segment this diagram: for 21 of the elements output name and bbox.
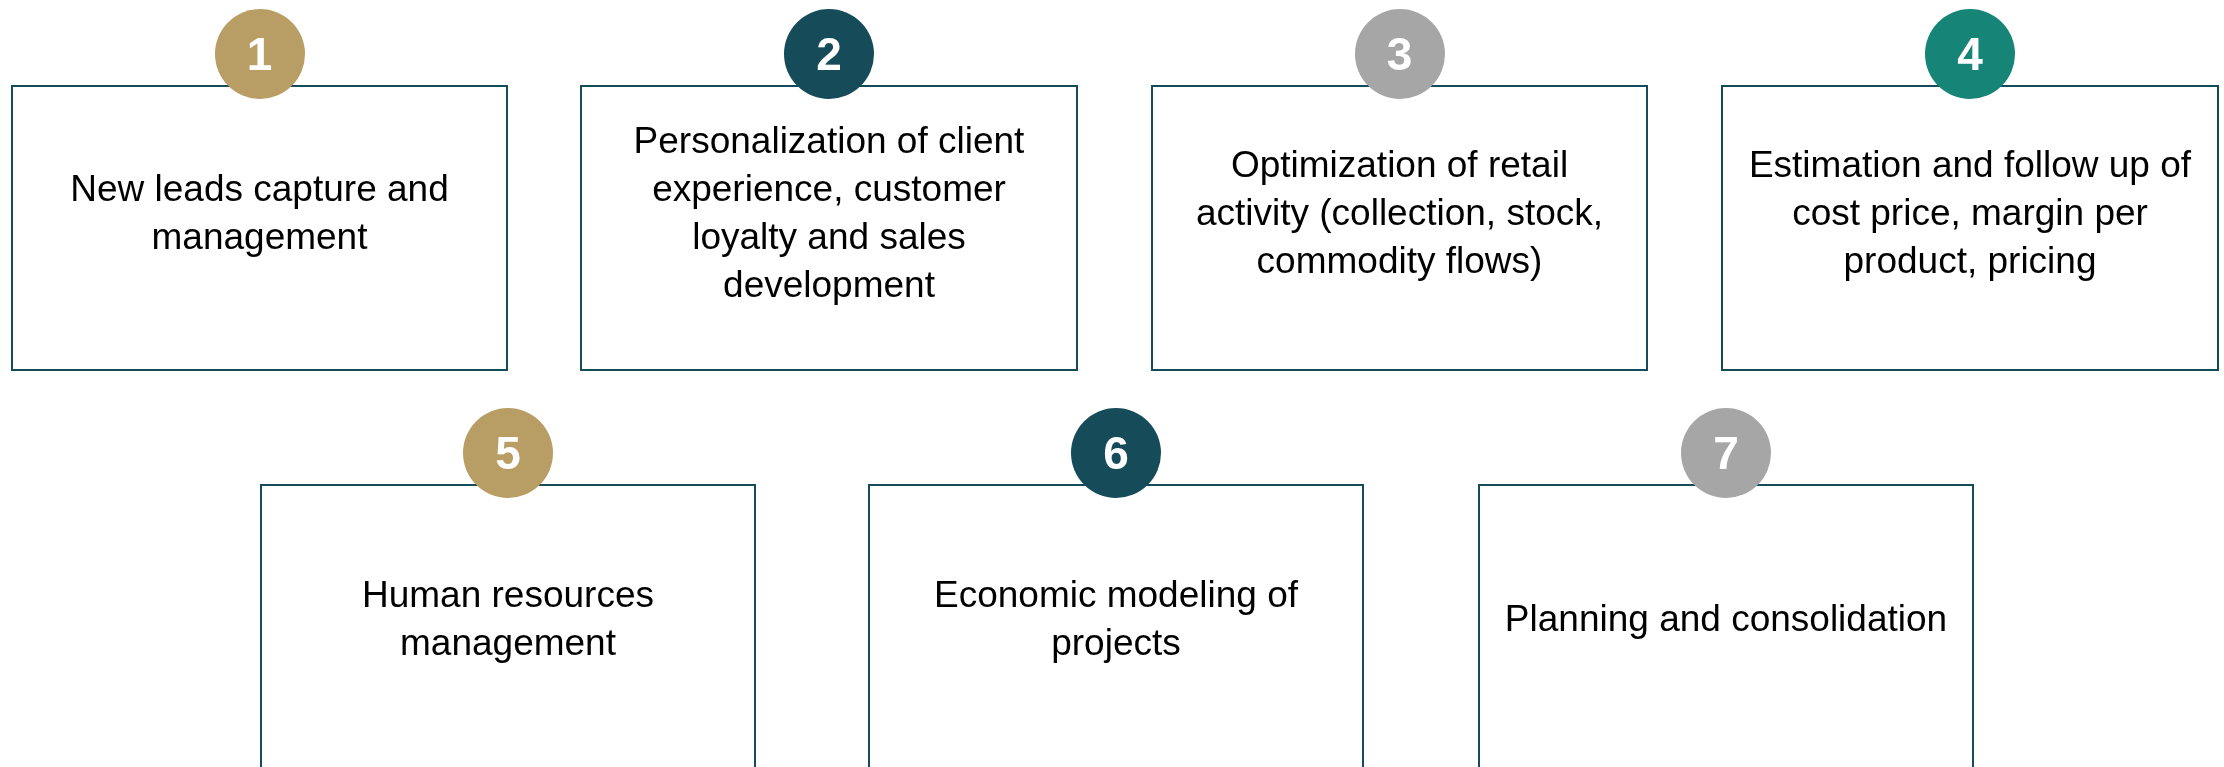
text-card: [11, 85, 508, 371]
number-badge: 4: [1925, 9, 2015, 99]
card-text: Estimation and follow up of cost price, margin per product, pricing: [1747, 142, 2193, 284]
card-text: Planning and consolidation: [1503, 596, 1949, 641]
card-text: New leads capture and management: [69, 166, 450, 259]
card-text: Economic modeling of projects: [933, 572, 1299, 665]
card-text: Personalization of client experience, customer loyalty and sales development: [632, 118, 1026, 308]
text-card: [868, 484, 1364, 767]
number-badge: 5: [463, 408, 553, 498]
card-text: Human resources management: [361, 572, 655, 665]
text-card: [1151, 85, 1648, 371]
number-badge: 6: [1071, 408, 1161, 498]
text-card: [260, 484, 756, 767]
number-badge: 7: [1681, 408, 1771, 498]
card-text: Optimization of retail activity (collection, stock, commodity flows): [1194, 142, 1605, 284]
text-card: [1721, 85, 2219, 371]
number-badge: 1: [214, 9, 305, 99]
number-badge: 2: [784, 9, 874, 99]
text-card: [580, 85, 1078, 371]
text-card: [1478, 484, 1974, 767]
number-badge: 3: [1354, 9, 1445, 99]
